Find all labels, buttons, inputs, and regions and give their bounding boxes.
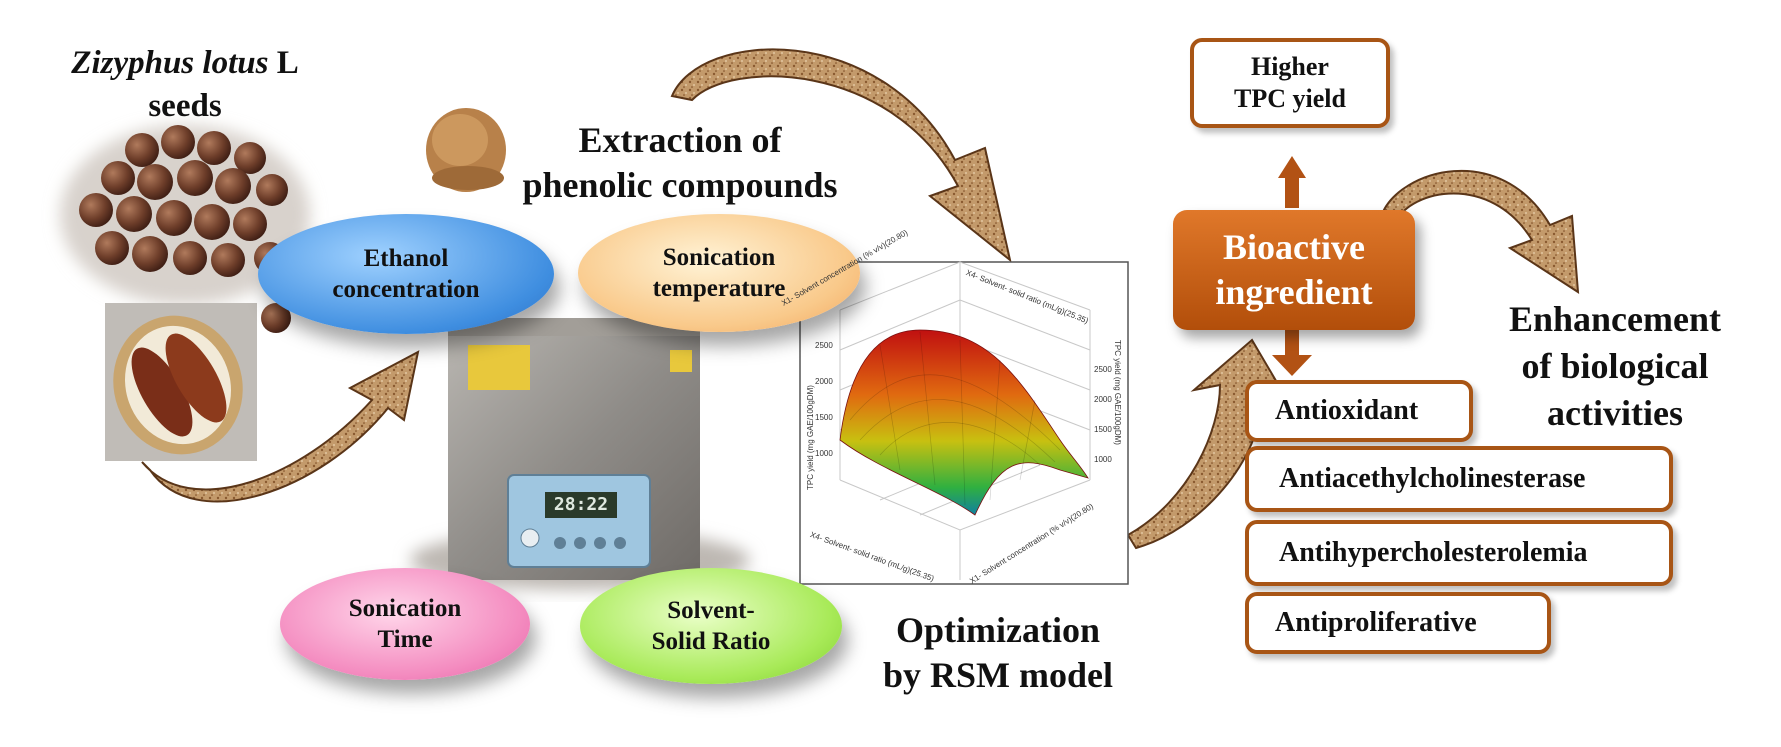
plant-title: Zizyphus lotus L seeds	[20, 42, 350, 128]
rsm-right-ticks: 2500 2000 1500 1000	[1094, 365, 1112, 464]
optimization-title: Optimization by RSM model	[858, 608, 1138, 698]
optimization-title-line1: Optimization	[896, 610, 1100, 650]
seeds-photo	[60, 125, 310, 333]
rsm-axis-y-right: TPC yield (mg GAE/100gDM)	[1113, 340, 1122, 445]
extraction-to-rsm-arrow	[670, 48, 1012, 263]
bioactive-to-enhancement-arrow	[1380, 170, 1580, 294]
powder-photo	[426, 108, 506, 192]
cut-seed-photo	[105, 303, 257, 461]
extraction-title-line1: Extraction of	[578, 120, 782, 160]
ultrasonic-bath-photo	[410, 318, 750, 590]
extraction-title: Extraction of phenolic compounds	[500, 118, 860, 208]
rsm-axis-y-left: TPC yield (mg GAE/100gDM)	[806, 385, 815, 490]
seeds-to-extraction-arrow	[141, 350, 420, 503]
plant-title-italic: Zizyphus lotus	[71, 45, 269, 81]
activity-antiproliferative: Antiproliferative	[1245, 592, 1551, 654]
activity-antihypercholesterolemia: Antihypercholesterolemia	[1245, 520, 1673, 586]
activity-antioxidant: Antioxidant	[1245, 380, 1473, 442]
enhancement-title: Enhancement of biological activities	[1508, 299, 1721, 433]
rsm-left-ticks: 2500 2000 1500 1000	[815, 341, 833, 458]
extraction-title-line2: phenolic compounds	[522, 165, 838, 205]
plant-title-line2: seeds	[148, 87, 222, 124]
rsm-to-bioactive-arrow	[1126, 338, 1295, 550]
activity-antiacethylcholinesterase: Antiacethylcholinesterase	[1245, 446, 1673, 512]
plant-title-rest: L	[268, 45, 299, 81]
arrow-up-to-higher-tpc	[1278, 156, 1306, 208]
rsm-3d-plot	[799, 261, 1129, 585]
optimization-title-line2: by RSM model	[882, 655, 1113, 695]
arrow-down-to-activities	[1272, 330, 1312, 376]
factor-solvent-solid-ratio: Solvent-Solid Ratio	[580, 568, 842, 684]
sonicator-display: 28:22	[553, 494, 609, 515]
